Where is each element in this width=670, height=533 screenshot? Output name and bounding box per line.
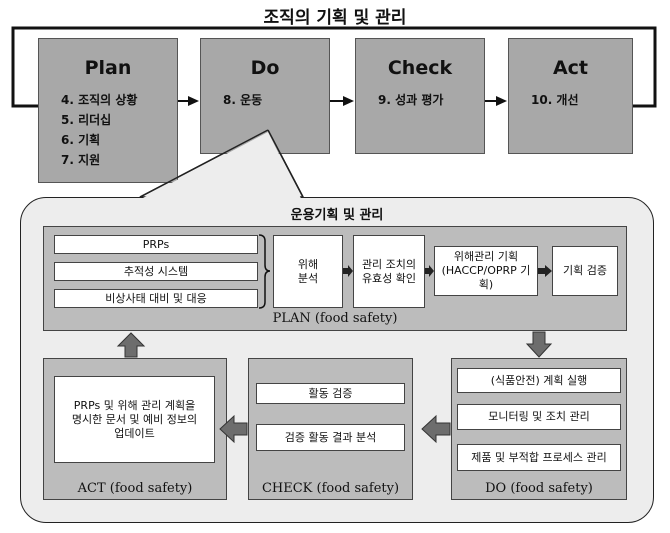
act-phase-box: Act 10. 개선 (508, 38, 633, 154)
phase-title: Check (387, 57, 453, 79)
phase-item: 5. 리더십 (61, 113, 112, 127)
phase-items: 9. 성과 평가 (378, 90, 443, 110)
act-section-label: ACT (food safety) (77, 481, 193, 496)
act-item-box: PRPs 및 위해 관리 계획을 명시한 문서 및 예비 정보의 업데이트 (54, 376, 215, 463)
plan-phase-box: Plan 4. 조직의 상황 5. 리더십 6. 기획 7. 지원 (38, 38, 178, 183)
check-phase-box: Check 9. 성과 평가 (355, 38, 485, 154)
phase-items: 4. 조직의 상황 5. 리더십 6. 기획 7. 지원 (61, 90, 137, 170)
operation-title: 운용기획 및 관리 (290, 208, 384, 223)
phase-item: 9. 성과 평가 (378, 93, 444, 107)
arrow-check-to-act-section (219, 414, 248, 444)
arrow-head (188, 96, 199, 106)
phase-items: 8. 운동 (223, 90, 262, 110)
arrow-act-to-plan-section (116, 332, 146, 358)
phase-items: 10. 개선 (531, 90, 579, 110)
check-item-box: 검증 활동 결과 분석 (256, 424, 405, 451)
plan-input-box: PRPs (54, 235, 258, 254)
phase-title: Do (250, 57, 280, 79)
plan-input-box: 추적성 시스템 (54, 262, 258, 281)
phase-item: 10. 개선 (531, 93, 579, 107)
arrow-do-to-check-section (421, 414, 451, 444)
do-item-box: 제품 및 부적합 프로세스 관리 (457, 444, 621, 471)
arrow-step (538, 265, 552, 277)
check-item-box: 활동 검증 (256, 383, 405, 404)
page-title: 조직의 기획 및 관리 (263, 8, 407, 28)
phase-item: 6. 기획 (61, 133, 101, 147)
plan-step-box: 기획 검증 (552, 246, 618, 296)
arrow-plan-to-do-section (525, 331, 553, 358)
phase-title: Act (552, 57, 589, 79)
plan-input-box: 비상사태 대비 및 대응 (54, 289, 258, 308)
arrow-head (496, 96, 507, 106)
pdca-loop-line (11, 26, 657, 108)
do-section-label: DO (food safety) (485, 481, 593, 496)
plan-step-box: 위해관리 기획 (HACCP/OPRP 기획) (434, 246, 538, 296)
phase-item: 4. 조직의 상황 (61, 93, 138, 107)
arrow-head (343, 96, 354, 106)
arrow-step (425, 265, 434, 277)
input-brace (258, 234, 271, 309)
check-section-label: CHECK (food safety) (261, 481, 400, 496)
do-item-box: (식품안전) 계획 실행 (457, 368, 621, 393)
plan-step-box: 관리 조치의 유효성 확인 (353, 235, 425, 308)
phase-title: Plan (84, 57, 132, 79)
arrow-step (343, 265, 353, 277)
phase-item: 7. 지원 (61, 153, 101, 167)
plan-section-label: PLAN (food safety) (272, 311, 398, 326)
phase-item: 8. 운동 (223, 93, 263, 107)
do-item-box: 모니터링 및 조치 관리 (457, 404, 621, 430)
plan-step-box: 위해 분석 (273, 235, 343, 308)
